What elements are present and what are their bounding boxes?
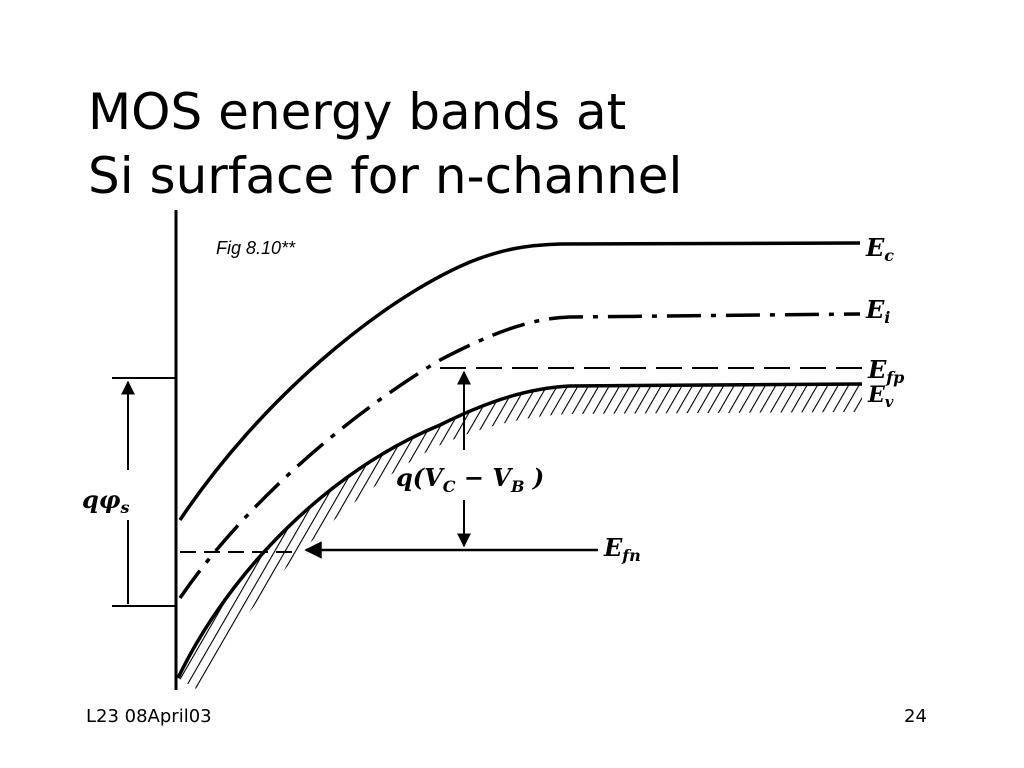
footer-left-text: L23 08April03 <box>86 706 212 727</box>
slide-title: MOS energy bands at Si surface for n-cha… <box>88 80 682 208</box>
page-number: 24 <box>904 706 927 727</box>
valence-band-hatching <box>178 384 862 690</box>
title-line-1: MOS energy bands at <box>88 83 627 141</box>
voltage-diff-label: q(VC − VB ) <box>396 463 544 496</box>
ev-label: Ev <box>867 382 894 411</box>
conduction-band-curve <box>178 241 861 521</box>
title-line-2: Si surface for n-channel <box>88 147 683 205</box>
ei-label: Ei <box>865 295 890 327</box>
intrinsic-level-curve <box>178 312 861 599</box>
ec-label: Ec <box>865 233 894 265</box>
valence-band-curve <box>176 382 863 679</box>
efn-label: Efn <box>603 533 641 565</box>
figure-caption: Fig 8.10** <box>216 238 296 258</box>
efp-label: Efp <box>867 355 904 387</box>
surface-potential-label: qφs <box>82 485 130 517</box>
